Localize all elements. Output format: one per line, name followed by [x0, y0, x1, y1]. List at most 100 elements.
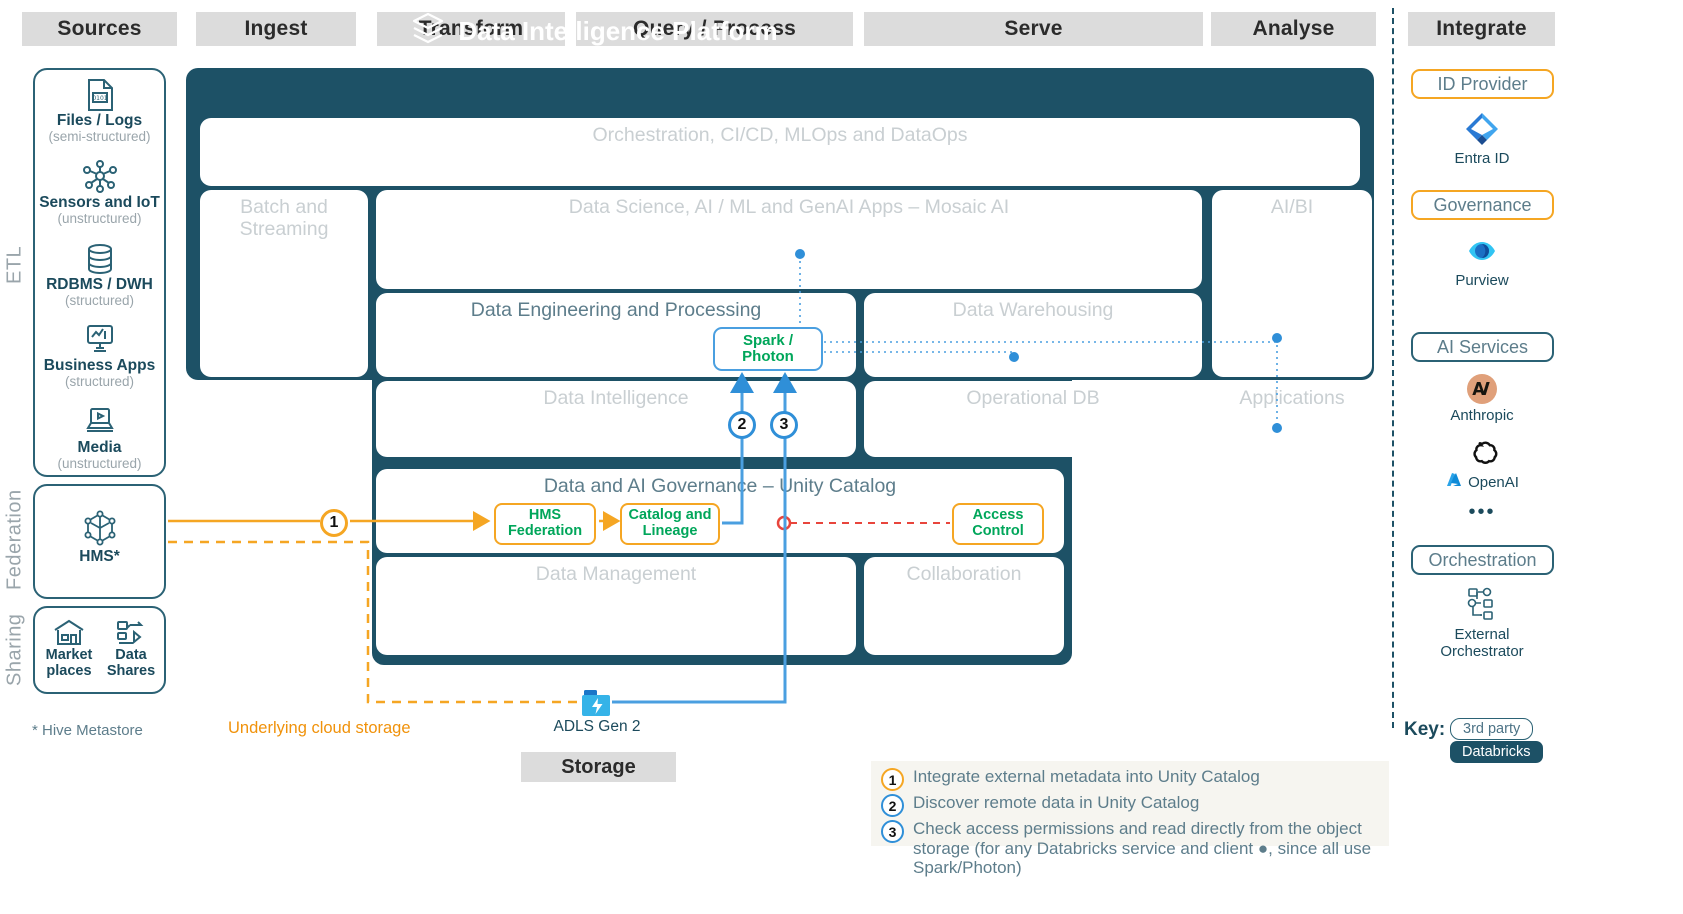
purview-icon: [1402, 230, 1562, 272]
integrate-pill-orchestration[interactable]: Orchestration: [1411, 545, 1554, 575]
column-header-ingest: Ingest: [196, 12, 356, 46]
integrate-item-name: Anthropic: [1450, 407, 1514, 424]
operational-db-block[interactable]: Operational DB: [864, 381, 1202, 457]
source-subtitle: (unstructured): [57, 456, 142, 472]
entra-id-icon: [1402, 108, 1562, 150]
data-management-block[interactable]: Data Management: [376, 557, 856, 655]
underlying-cloud-storage-label: Underlying cloud storage: [228, 719, 411, 737]
integrate-item-more[interactable]: •••: [1402, 501, 1562, 524]
adls-label: ADLS Gen 2: [553, 718, 641, 735]
azure-icon: [1445, 471, 1463, 494]
batch-streaming-label: Batch and Streaming: [239, 196, 329, 241]
source-title: Business Apps: [43, 357, 156, 374]
marker-2[interactable]: 2: [728, 411, 756, 439]
integrate-pill-id-provider[interactable]: ID Provider: [1411, 69, 1554, 99]
source-subtitle: (semi-structured): [48, 129, 151, 145]
catalog-lineage-tag[interactable]: Catalog and Lineage: [620, 503, 720, 545]
rail-label-sharing: Sharing: [3, 613, 26, 687]
sharing-label: Market places: [45, 647, 93, 679]
integrate-item-external-orchestrator[interactable]: External Orchestrator: [1402, 584, 1562, 661]
cube-graph-icon: [35, 510, 164, 546]
source-title: Sensors and IoT: [39, 194, 160, 211]
integrate-pill-governance[interactable]: Governance: [1411, 190, 1554, 220]
data-warehousing-block[interactable]: Data Warehousing: [864, 293, 1202, 377]
legend-marker-2: 2: [881, 794, 904, 817]
integrate-item-name: External Orchestrator: [1440, 626, 1524, 661]
source-item-files-logs[interactable]: 0101 Files / Logs (semi-structured): [35, 76, 164, 145]
integrate-item-name: Entra ID: [1454, 150, 1510, 167]
sharing-item-marketplaces[interactable]: Market places: [39, 616, 99, 680]
legend-panel: 1 Integrate external metadata into Unity…: [871, 761, 1389, 877]
source-item-rdbms-dwh[interactable]: RDBMS / DWH (structured): [35, 240, 164, 309]
source-item-sensors-iot[interactable]: Sensors and IoT (unstructured): [35, 158, 164, 227]
hms-item[interactable]: HMS*: [35, 510, 164, 565]
rail-label-etl: ETL: [3, 245, 26, 285]
legend-marker-3: 3: [881, 820, 904, 843]
column-header-transform: Transform: [377, 12, 565, 46]
key-databricks: Databricks: [1450, 741, 1543, 763]
anthropic-icon: [1402, 371, 1562, 407]
sharing-label: Data Shares: [106, 647, 156, 679]
integrate-pill-ai-services[interactable]: AI Services: [1411, 332, 1554, 362]
data-science-block[interactable]: Data Science, AI / ML and GenAI Apps – M…: [376, 190, 1202, 289]
key-label: Key:: [1404, 719, 1446, 740]
svg-text:0101: 0101: [92, 95, 107, 102]
monitor-chart-icon: [35, 321, 164, 357]
legend-text-3: Check access permissions and read direct…: [913, 819, 1372, 878]
data-management-label: Data Management: [535, 563, 697, 585]
batch-streaming-block[interactable]: Batch and Streaming: [200, 190, 368, 377]
workflow-icon: [1402, 584, 1562, 626]
applications-block[interactable]: Applications: [1212, 381, 1372, 457]
platform-title-row: Data Intelligence Platform: [0, 0, 1188, 62]
data-warehousing-label: Data Warehousing: [952, 299, 1114, 321]
storage-tag: Storage: [521, 752, 676, 782]
access-control-tag[interactable]: Access Control: [952, 503, 1044, 545]
data-science-label: Data Science, AI / ML and GenAI Apps – M…: [568, 196, 1010, 218]
integrate-item-entra-id[interactable]: Entra ID: [1402, 108, 1562, 167]
column-header-analyse: Analyse: [1211, 12, 1376, 46]
ai-bi-block[interactable]: AI/BI: [1212, 190, 1372, 377]
source-subtitle: (unstructured): [57, 211, 142, 227]
collaboration-label: Collaboration: [906, 563, 1022, 585]
ai-bi-label: AI/BI: [1270, 196, 1314, 218]
network-nodes-icon: [35, 158, 164, 194]
file-binary-icon: 0101: [35, 76, 164, 112]
source-item-media[interactable]: Media (unstructured): [35, 403, 164, 472]
legend-item-3: 3 Check access permissions and read dire…: [881, 819, 1379, 878]
sharing-panel[interactable]: Market places Data Shares: [33, 606, 166, 694]
column-header-sources: Sources: [22, 12, 177, 46]
adls-gen2-icon: [580, 688, 614, 718]
orchestration-label: Orchestration, CI/CD, MLOps and DataOps: [592, 124, 968, 146]
integrate-item-anthropic[interactable]: Anthropic: [1402, 371, 1562, 424]
sharing-item-data-shares[interactable]: Data Shares: [101, 616, 161, 680]
integrate-item-openai[interactable]: OpenAI: [1402, 437, 1562, 494]
legend-item-2: 2 Discover remote data in Unity Catalog: [881, 793, 1379, 817]
applications-label: Applications: [1239, 387, 1345, 409]
section-divider: [1392, 8, 1394, 728]
hms-federation-tag[interactable]: HMS Federation: [494, 503, 596, 545]
source-title: RDBMS / DWH: [46, 276, 153, 293]
legend-item-1: 1 Integrate external metadata into Unity…: [881, 767, 1379, 791]
marketplace-icon: [39, 616, 99, 648]
platform-title: Data Intelligence Platform: [458, 15, 778, 46]
ellipsis-icon: •••: [1468, 501, 1496, 523]
hms-label: HMS*: [79, 548, 120, 565]
marker-3[interactable]: 3: [770, 411, 798, 439]
federation-panel[interactable]: HMS*: [33, 484, 166, 599]
database-cylinder-icon: [35, 240, 164, 276]
source-item-business-apps[interactable]: Business Apps (structured): [35, 321, 164, 390]
rail-label-federation: Federation: [3, 489, 26, 591]
legend-marker-1: 1: [881, 768, 904, 791]
sources-panel: 0101 Files / Logs (semi-structured) Sens…: [33, 68, 166, 477]
integrate-item-name: OpenAI: [1468, 473, 1519, 491]
openai-icon: [1402, 437, 1562, 471]
operational-db-label: Operational DB: [966, 387, 1100, 409]
laptop-play-icon: [35, 403, 164, 439]
integrate-item-purview[interactable]: Purview: [1402, 230, 1562, 289]
layers-stack-icon: [410, 11, 446, 52]
legend-text-1: Integrate external metadata into Unity C…: [913, 767, 1260, 786]
orchestration-block[interactable]: Orchestration, CI/CD, MLOps and DataOps: [200, 118, 1360, 186]
spark-photon-tag[interactable]: Spark / Photon: [713, 327, 823, 371]
marker-1[interactable]: 1: [320, 509, 348, 537]
collaboration-block[interactable]: Collaboration: [864, 557, 1064, 655]
